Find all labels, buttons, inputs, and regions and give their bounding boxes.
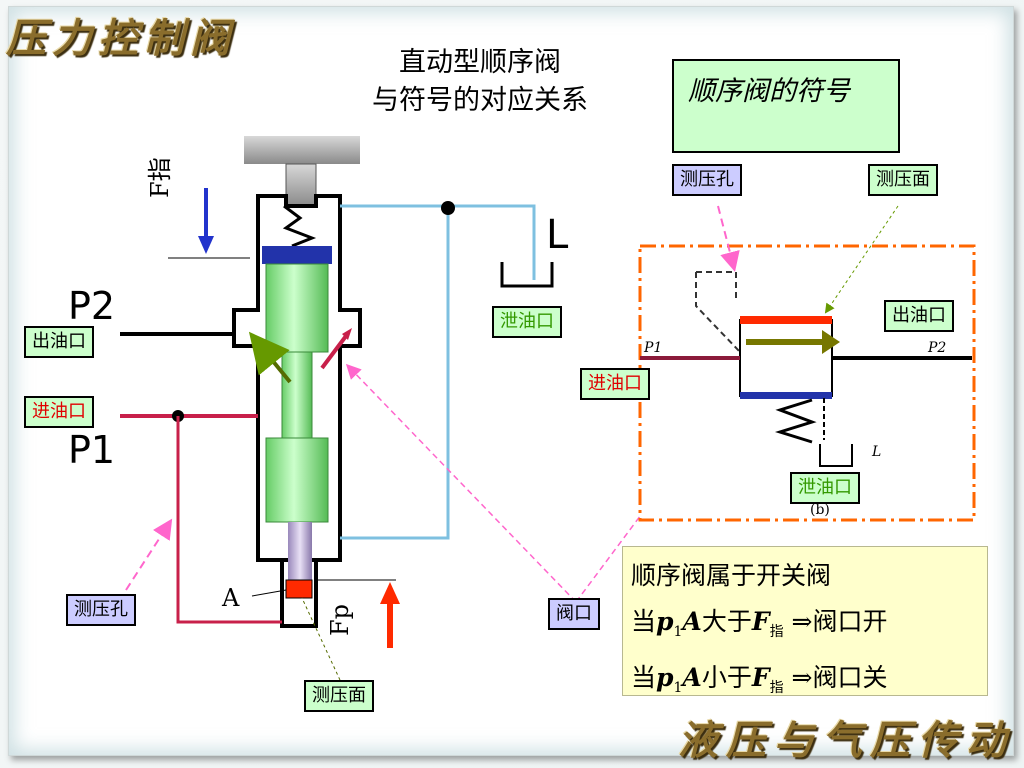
spool-lower-land bbox=[265, 437, 329, 523]
label-p1: P1 bbox=[68, 428, 116, 472]
label-l-left: L bbox=[546, 212, 569, 258]
symbol-spring bbox=[774, 398, 817, 444]
label-pressure-face-right: 测压面 bbox=[868, 164, 938, 196]
symbol-pressure-face bbox=[740, 316, 832, 324]
drain-line-left bbox=[340, 204, 536, 280]
label-a: A bbox=[222, 584, 240, 612]
brush-footer: 液压与气压传动 bbox=[678, 717, 1014, 764]
heading-line-2: 与符号的对应关系 bbox=[372, 85, 588, 116]
symbol-label-p1: P1 bbox=[644, 340, 663, 356]
label-inlet-right: 进油口 bbox=[580, 368, 650, 400]
label-valve-port: 阀口 bbox=[548, 598, 600, 630]
label-outlet-left: 出油口 bbox=[24, 326, 94, 358]
spring-seat bbox=[262, 246, 332, 264]
label-f-zhi: F指 bbox=[146, 157, 174, 198]
adjust-screw bbox=[285, 163, 317, 207]
drain-tank-left bbox=[500, 262, 554, 288]
symbol-label-l: L bbox=[872, 444, 882, 460]
brush-title: 压力控制阀 bbox=[6, 15, 236, 62]
info-line-1: 顺序阀属于开关阀 bbox=[631, 561, 832, 590]
info-line-2: 当p1A大于F指 ⇒阀口开 bbox=[631, 607, 888, 640]
label-pressure-hole-left: 测压孔 bbox=[66, 594, 136, 626]
label-inlet-left: 进油口 bbox=[24, 396, 94, 428]
pressure-face-left bbox=[285, 579, 313, 599]
spool-upper-land bbox=[265, 263, 329, 353]
adjust-cap bbox=[244, 136, 360, 164]
info-line-3: 当p1A小于F指 ⇒阀口关 bbox=[631, 663, 888, 696]
label-drain-left: 泄油口 bbox=[492, 306, 562, 338]
slide-heading: 直动型顺序阀 与符号的对应关系 bbox=[330, 44, 630, 120]
symbol-label-b: (b) bbox=[810, 502, 830, 518]
label-drain-right: 泄油口 bbox=[790, 472, 860, 504]
heading-line-1: 直动型顺序阀 bbox=[399, 47, 561, 78]
info-box: 顺序阀属于开关阀 当p1A大于F指 ⇒阀口开 当p1A小于F指 ⇒阀口关 bbox=[622, 546, 988, 696]
label-p2: P2 bbox=[68, 284, 116, 328]
left-diagram-panel bbox=[68, 134, 582, 656]
control-passage-left bbox=[176, 416, 282, 624]
spool-neck bbox=[281, 351, 313, 439]
symbol-label-p2: P2 bbox=[928, 340, 947, 356]
label-outlet-right: 出油口 bbox=[884, 300, 954, 332]
symbol-valve-box bbox=[739, 319, 833, 397]
label-pressure-face-left: 测压面 bbox=[304, 680, 374, 712]
symbol-title-box: 顺序阀的符号 bbox=[672, 59, 900, 153]
label-pressure-hole-right: 测压孔 bbox=[672, 164, 742, 196]
valve-bottom-housing bbox=[280, 560, 318, 628]
spring bbox=[282, 204, 317, 248]
control-piston bbox=[288, 522, 312, 582]
label-fp: Fp bbox=[326, 603, 354, 636]
